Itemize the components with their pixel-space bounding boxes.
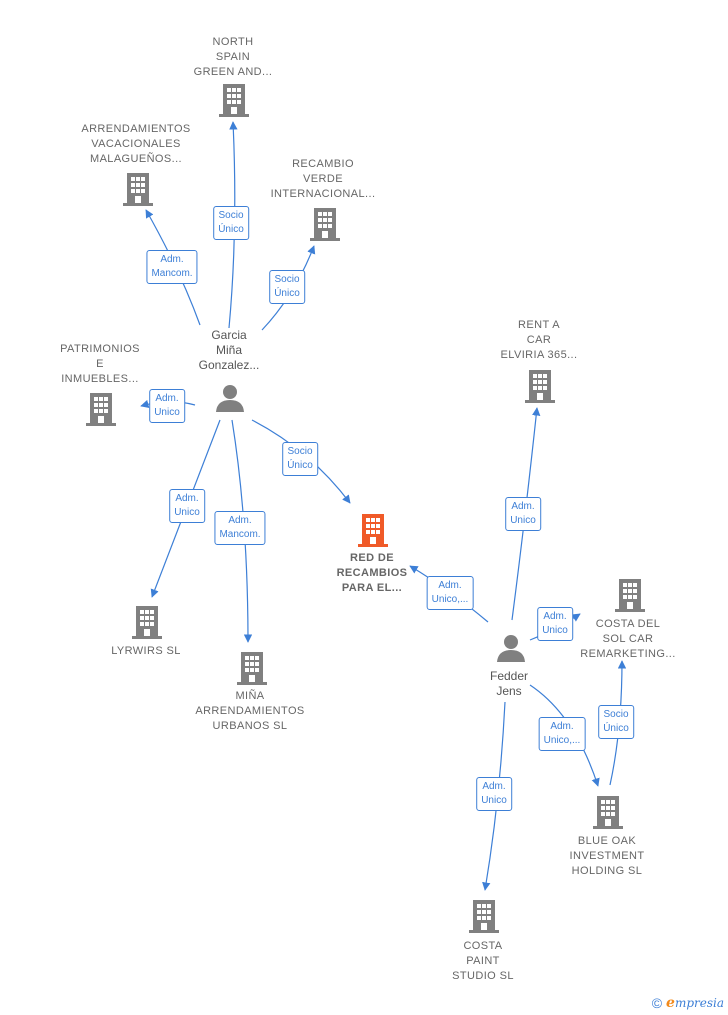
- company-label-arrendamientos-vacacionales[interactable]: ARRENDAMIENTOS VACACIONALES MALAGUEÑOS..…: [81, 123, 191, 165]
- building-icon: [132, 606, 162, 639]
- edge-label-fedder-rent: Adm. Unico: [505, 497, 541, 531]
- edge-label-garcia-mina: Adm. Mancom.: [214, 511, 266, 545]
- edge-label-garcia-patrimonios: Adm. Unico: [149, 389, 185, 423]
- edge-label-garcia-red: Socio Único: [282, 442, 318, 476]
- building-icon: [593, 796, 623, 829]
- edge-label-fedder-costasol: Adm. Unico: [537, 607, 573, 641]
- building-icon: [469, 900, 499, 933]
- edge-label-blueoak-costasol: Socio Único: [598, 705, 634, 739]
- edge-label-garcia-arrend: Adm. Mancom.: [146, 250, 198, 284]
- brand-logo: empresia: [666, 995, 724, 1011]
- building-icon: [525, 370, 555, 403]
- company-label-red-de-recambios[interactable]: RED DE RECAMBIOS PARA EL...: [336, 552, 408, 594]
- company-label-north-spain[interactable]: NORTH SPAIN GREEN AND...: [193, 36, 273, 78]
- company-label-patrimonios[interactable]: PATRIMONIOS E INMUEBLES...: [60, 343, 140, 385]
- company-label-rent-a-car[interactable]: RENT A CAR ELVIRIA 365...: [500, 319, 578, 361]
- building-icon: [237, 652, 267, 685]
- building-icon: [310, 208, 340, 241]
- person-icon: [216, 385, 244, 412]
- company-label-recambio-verde[interactable]: RECAMBIO VERDE INTERNACIONAL...: [270, 158, 376, 200]
- company-label-mina-arrendamientos[interactable]: MIÑA ARRENDAMIENTOS URBANOS SL: [195, 690, 305, 732]
- building-icon: [86, 393, 116, 426]
- person-label-fedder[interactable]: Fedder Jens: [489, 669, 529, 698]
- edge-label-fedder-blueoak: Adm. Unico,...: [538, 717, 586, 751]
- brand-footer[interactable]: © empresia: [652, 995, 724, 1011]
- edge-label-fedder-red: Adm. Unico,...: [426, 576, 474, 610]
- building-icon: [123, 173, 153, 206]
- company-label-costa-del-sol[interactable]: COSTA DEL SOL CAR REMARKETING...: [580, 618, 676, 660]
- company-label-costa-paint[interactable]: COSTA PAINT STUDIO SL: [452, 940, 514, 982]
- edge-label-garcia-recambio: Socio Único: [269, 270, 305, 304]
- main-company-building-icon: [358, 514, 388, 547]
- edge-label-fedder-paint: Adm. Unico: [476, 777, 512, 811]
- company-label-blue-oak[interactable]: BLUE OAK INVESTMENT HOLDING SL: [569, 835, 645, 877]
- copyright-icon: ©: [651, 995, 663, 1011]
- edge-label-garcia-north: Socio Único: [213, 206, 249, 240]
- person-icon: [497, 635, 525, 662]
- building-icon: [615, 579, 645, 612]
- building-icon: [219, 84, 249, 117]
- company-label-lyrwirs[interactable]: LYRWIRS SL: [111, 645, 181, 657]
- person-label-garcia[interactable]: Garcia Miña Gonzalez...: [198, 328, 260, 372]
- edge-label-garcia-lyrwirs: Adm. Unico: [169, 489, 205, 523]
